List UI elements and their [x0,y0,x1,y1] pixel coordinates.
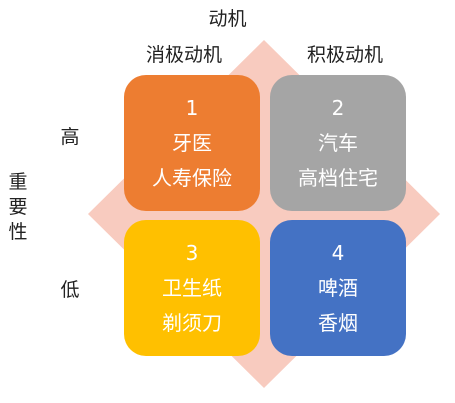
y-axis-low-label: 低 [60,279,80,301]
quadrant-1-line1: 牙医 [172,130,212,155]
y-axis-high-label: 高 [60,126,80,148]
quadrant-2-line2: 高档住宅 [298,165,378,190]
quadrant-3: 3 卫生纸 剃须刀 [124,220,260,356]
quadrant-1-line2: 人寿保险 [152,165,232,190]
x-axis-title: 动机 [208,8,247,30]
quadrant-2-number: 2 [331,95,345,120]
quadrant-3-line2: 剃须刀 [162,310,222,335]
quadrant-4-line1: 啤酒 [318,275,358,300]
quadrant-2-line1: 汽车 [318,130,358,155]
x-axis-left-label: 消极动机 [145,44,222,66]
quadrant-1: 1 牙医 人寿保险 [124,75,260,211]
y-axis-title-text: 重要性 [8,171,28,243]
quadrant-3-line1: 卫生纸 [162,275,222,300]
quadrant-3-number: 3 [185,240,199,265]
quadrant-2: 2 汽车 高档住宅 [270,75,406,211]
quadrant-4-line2: 香烟 [318,310,358,335]
quadrant-1-number: 1 [185,95,199,120]
quadrant-4: 4 啤酒 香烟 [270,220,406,356]
y-axis-title: 重要性 [6,170,30,245]
x-axis-right-label: 积极动机 [306,44,383,66]
quadrant-4-number: 4 [331,240,345,265]
